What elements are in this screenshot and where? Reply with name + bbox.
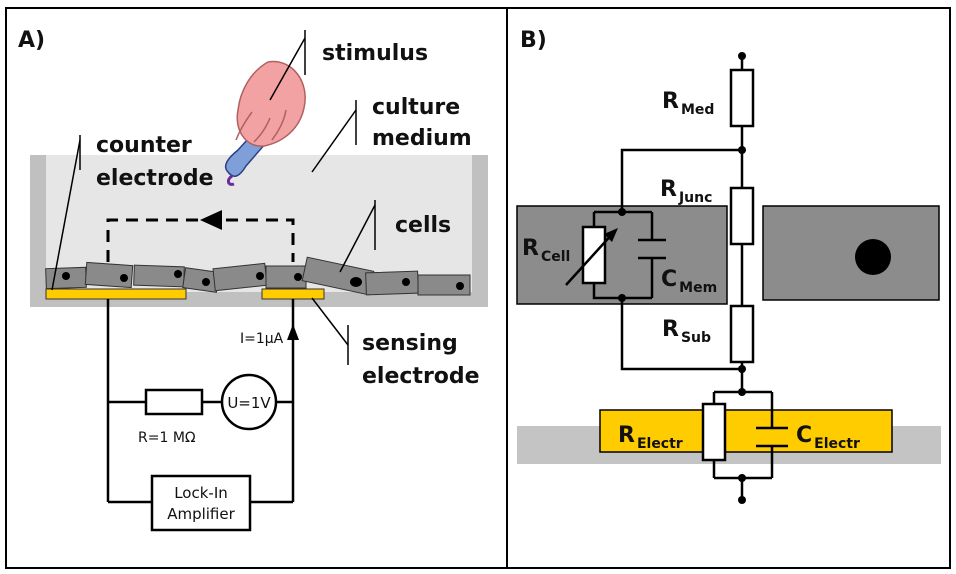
r-electr-resistor [701, 402, 727, 462]
cell-nucleus [855, 239, 891, 275]
cell-nucleus [120, 274, 128, 282]
cell [417, 274, 471, 296]
leader-lines [51, 30, 376, 365]
variable-arrow-head [604, 228, 618, 242]
panel-b-label: B) [520, 28, 547, 53]
sensing-electrode-label-line1: sensing [362, 331, 458, 356]
amplifier-label-line2: Amplifier [167, 505, 235, 523]
cell-left [516, 205, 728, 305]
counter-electrode-label-line2: electrode [96, 166, 214, 191]
counter-electrode-label-line1: counter [96, 133, 192, 158]
cell-layer [45, 256, 471, 296]
current-path [106, 218, 295, 262]
variable-arrow [565, 231, 615, 286]
stimulus-label: stimulus [322, 41, 428, 66]
stimulus-hand-icon [224, 60, 306, 186]
panel-a-label: A) [18, 28, 45, 53]
culture-medium-label-line1: culture [372, 95, 460, 120]
counter-electrode [45, 288, 187, 300]
current-label: I=1μA [240, 331, 284, 347]
lock-in-amplifier-box [150, 474, 252, 532]
sensing-electrode-label-line2: electrode [362, 364, 480, 389]
electrode-box [599, 409, 893, 453]
circuit-nodes [618, 52, 746, 504]
sensing-electrode [261, 288, 325, 300]
cell-right [762, 205, 940, 301]
cell-nucleus [294, 273, 302, 281]
resistor-symbol [144, 388, 204, 416]
current-arrow [200, 210, 222, 230]
cell-nucleus [256, 272, 264, 280]
cell [365, 270, 419, 296]
cell [84, 261, 134, 289]
amplifier-label-line1: Lock-In [174, 484, 228, 502]
cell-nucleus [456, 282, 464, 290]
cells-label: cells [395, 213, 451, 238]
resistor-label: R=1 MΩ [138, 430, 196, 446]
cell-nucleus [350, 277, 362, 287]
cell-nuclei [62, 270, 464, 290]
cell-nucleus [174, 270, 182, 278]
current-direction-arrow [287, 324, 299, 340]
r-junc-resistor [729, 186, 755, 246]
cell-nucleus [202, 278, 210, 286]
cell-nucleus [402, 278, 410, 286]
r-sub-resistor [729, 304, 755, 364]
outer-frame [5, 7, 951, 569]
voltage-source-symbol [220, 373, 278, 431]
cell-nucleus [62, 272, 70, 280]
voltage-source-label: U=1V [227, 394, 271, 412]
r-med-resistor [729, 68, 755, 128]
culture-medium-label-line2: medium [372, 126, 472, 151]
